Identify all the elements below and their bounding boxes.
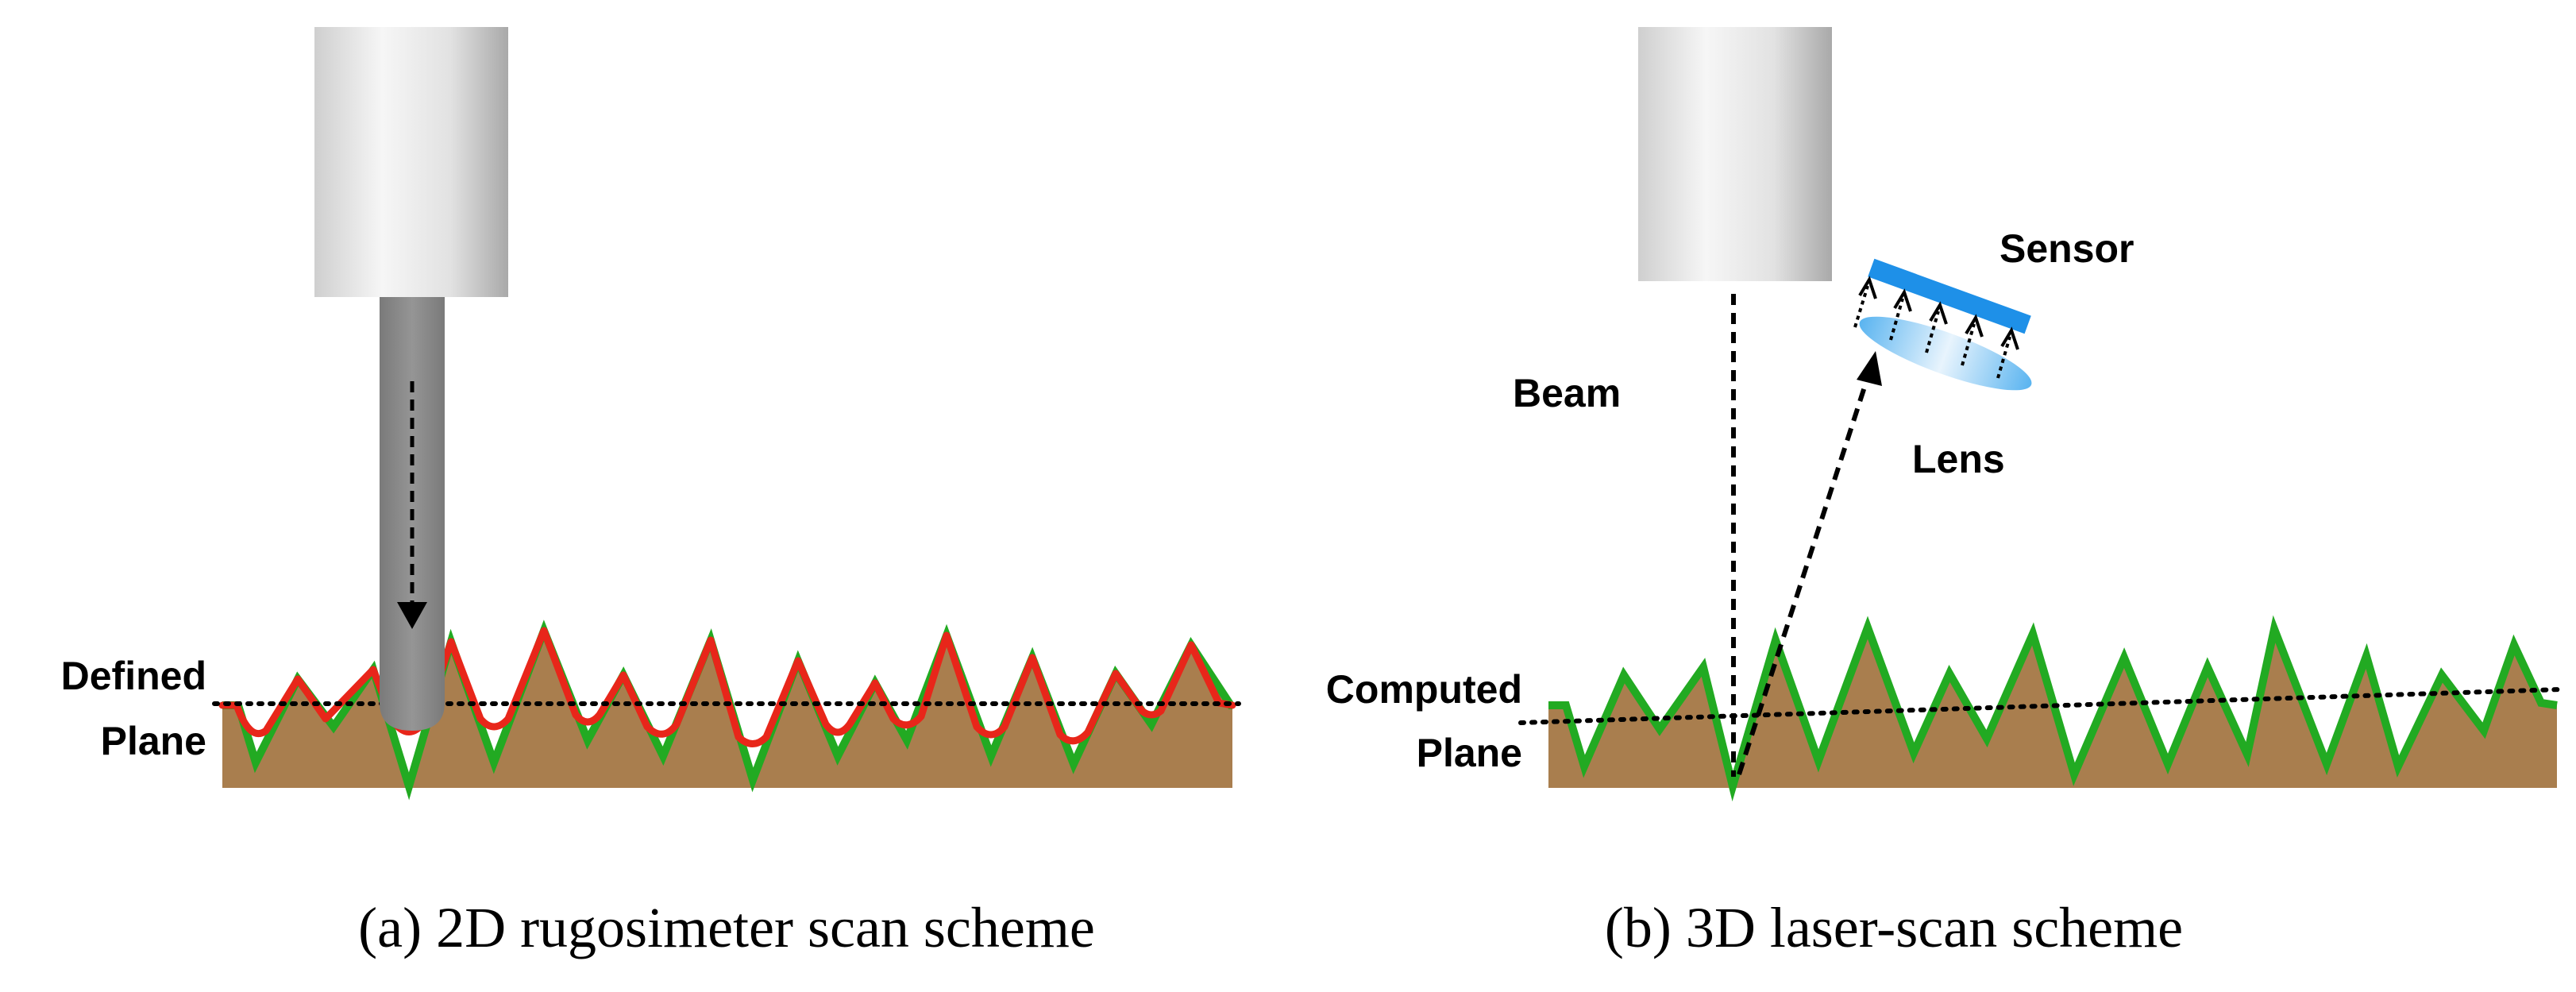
caption-a: (a) 2D rugosimeter scan scheme [358, 896, 1095, 959]
computed-plane-line [1518, 687, 2563, 725]
lens-label: Lens [1912, 437, 2005, 481]
computed-plane-label-line2: Plane [1417, 731, 1522, 775]
lens [1859, 316, 2032, 391]
computed-plane-label-line1: Computed [1326, 667, 1522, 712]
rugosimeter-body [314, 27, 508, 297]
sensor-plate [1868, 258, 2031, 334]
sensor-label: Sensor [1999, 226, 2134, 271]
laser-scanner-body [1638, 27, 1832, 281]
panel-b: Sensor Beam Lens Computed Plane (b) 3D l… [1326, 27, 2563, 959]
lens-to-sensor-arrows [1853, 276, 2019, 379]
defined-plane-label-line2: Plane [101, 719, 206, 763]
reflected-beam-arrow-head [1857, 351, 1882, 386]
beam-label: Beam [1513, 371, 1621, 415]
caption-b: (b) 3D laser-scan scheme [1605, 896, 2183, 959]
defined-plane-label-line1: Defined [61, 654, 206, 698]
probe-arrow-head [397, 602, 427, 629]
laser-beam-reflected [1737, 376, 1870, 775]
panel-a: Defined Plane (a) 2D rugosimeter scan sc… [61, 27, 1241, 959]
